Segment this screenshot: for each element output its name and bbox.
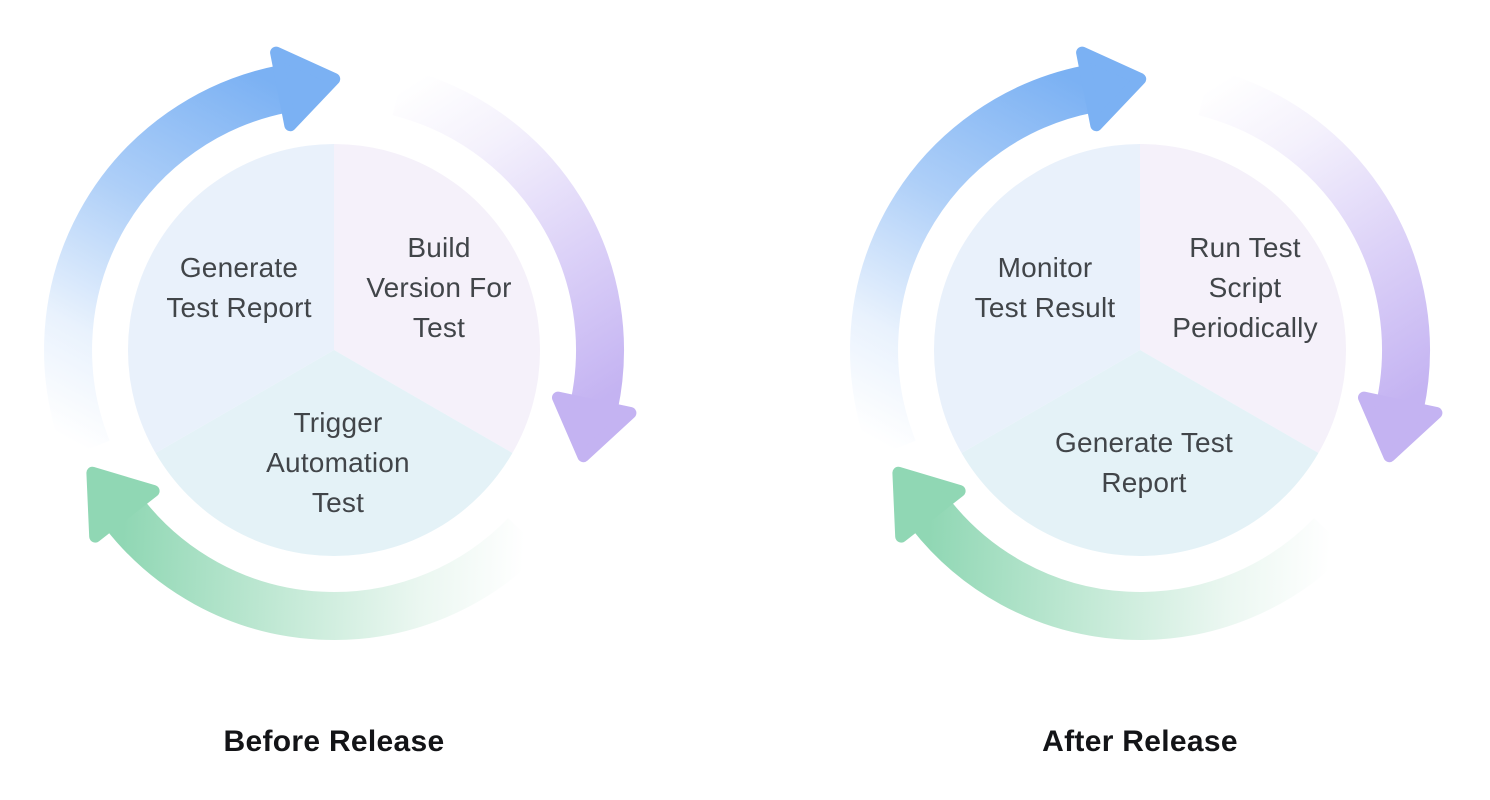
segment-label-generate-test-report: Generate Test Report [1055,427,1233,498]
segment-label-run-test-script-periodically: Run Test Script Periodically [1172,232,1318,343]
arrow-arc-purple [392,68,624,411]
segment-left [127,144,334,453]
clockwise-arrowhead-green-icon [892,466,966,543]
cycle-svg [44,46,637,640]
arrow-arc-blue [44,65,288,459]
arrow-arc-green [911,498,1349,640]
segment-bottom [961,350,1319,557]
segment-label-generate-test-report: Generate Test Report [166,252,312,323]
clockwise-arrowhead-purple-icon [1358,391,1443,463]
segment-label-monitor-test-result: Monitor Test Result [974,252,1116,323]
segment-left [933,144,1140,453]
arrow-arc-blue [850,65,1094,459]
diagram-title-after-release: After Release [1042,725,1238,758]
diagram-title-before-release: Before Release [223,725,445,758]
clockwise-arrowhead-blue-icon [1076,46,1147,132]
segment-label-trigger-automation-test: Trigger Automation Test [266,407,410,518]
segment-bottom [155,350,513,557]
segment-label-build-version-for-test: Build Version For Test [366,232,512,343]
clockwise-arrowhead-blue-icon [270,46,341,132]
segment-right [334,144,541,453]
cycle-svg [850,46,1443,640]
clockwise-arrowhead-purple-icon [552,391,637,463]
clockwise-arrowhead-green-icon [86,466,160,543]
cycle-diagram-before-release: Generate Test Report Build Version For T… [0,10,674,800]
segment-right [1140,144,1347,453]
arrow-arc-purple [1198,68,1430,411]
cycle-diagram-after-release: Monitor Test Result Run Test Script Peri… [800,10,1480,800]
arrow-arc-green [105,498,543,640]
